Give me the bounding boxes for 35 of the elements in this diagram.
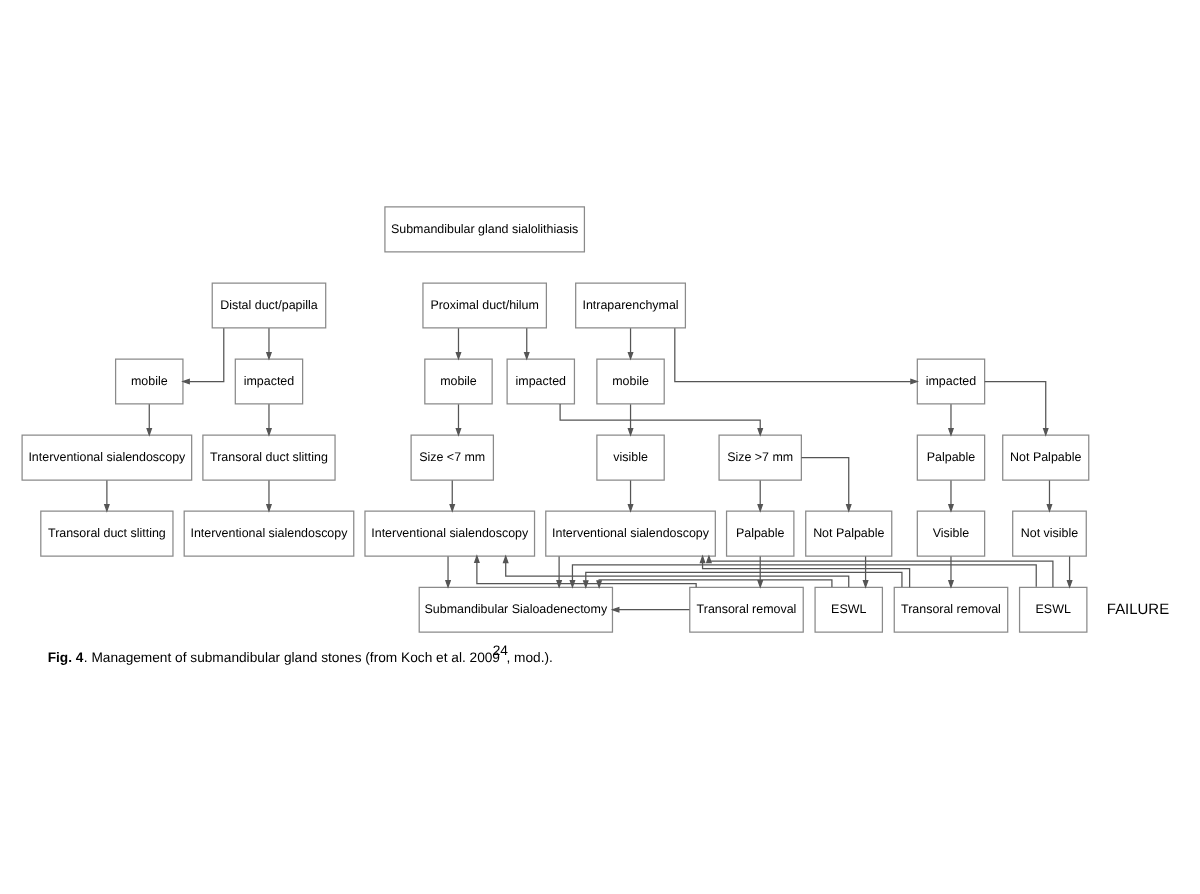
arrow — [674, 327, 919, 385]
arrow — [947, 479, 955, 513]
arrow — [265, 403, 273, 437]
arrow — [627, 327, 634, 361]
arrow — [582, 571, 903, 589]
arrow — [699, 554, 911, 588]
arrow — [947, 555, 955, 589]
arrow — [146, 403, 153, 437]
arrow — [610, 606, 691, 613]
arrow — [265, 479, 273, 513]
arrow — [103, 479, 110, 513]
arrow — [757, 555, 764, 589]
arrow — [596, 579, 833, 589]
arrow — [523, 327, 530, 361]
arrow — [449, 479, 456, 513]
arrow — [445, 555, 452, 589]
arrow — [1066, 555, 1073, 589]
arrow — [455, 327, 462, 361]
arrow — [502, 554, 850, 588]
arrow — [473, 554, 697, 588]
arrow — [800, 456, 852, 513]
arrow — [947, 403, 955, 437]
arrow — [627, 479, 634, 513]
arrow — [1046, 479, 1053, 513]
arrow — [455, 403, 462, 437]
arrow — [556, 555, 563, 589]
arrow — [705, 554, 1054, 588]
arrow — [862, 555, 869, 589]
arrow — [757, 479, 764, 513]
arrow — [265, 327, 273, 361]
arrow — [569, 564, 1037, 589]
arrow — [627, 403, 634, 437]
arrow — [559, 403, 764, 437]
arrow — [984, 380, 1049, 437]
arrow — [181, 327, 225, 385]
